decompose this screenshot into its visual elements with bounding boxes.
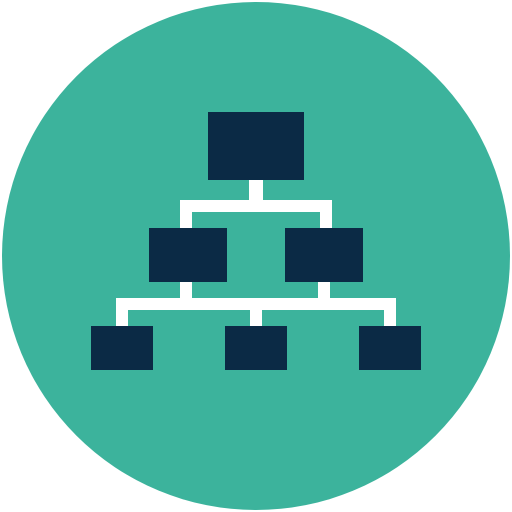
org-chart-nodes — [91, 112, 421, 370]
node-level1-right — [285, 228, 363, 282]
node-root — [208, 112, 304, 180]
connector-lines — [116, 178, 396, 328]
connector-left-stem — [180, 280, 192, 300]
connector-leaf2-drop — [250, 298, 262, 328]
node-leaf-1 — [91, 326, 153, 370]
node-leaf-2 — [225, 326, 287, 370]
connector-right-drop — [320, 200, 332, 232]
connector-leaf1-drop — [116, 298, 128, 328]
connector-leaf3-drop — [384, 298, 396, 328]
node-leaf-3 — [359, 326, 421, 370]
connector-root-stem — [249, 178, 263, 202]
connector-level1-horizontal — [180, 200, 332, 212]
node-level1-left — [149, 228, 227, 282]
connector-left-drop — [180, 200, 192, 232]
connector-right-stem — [318, 280, 330, 300]
